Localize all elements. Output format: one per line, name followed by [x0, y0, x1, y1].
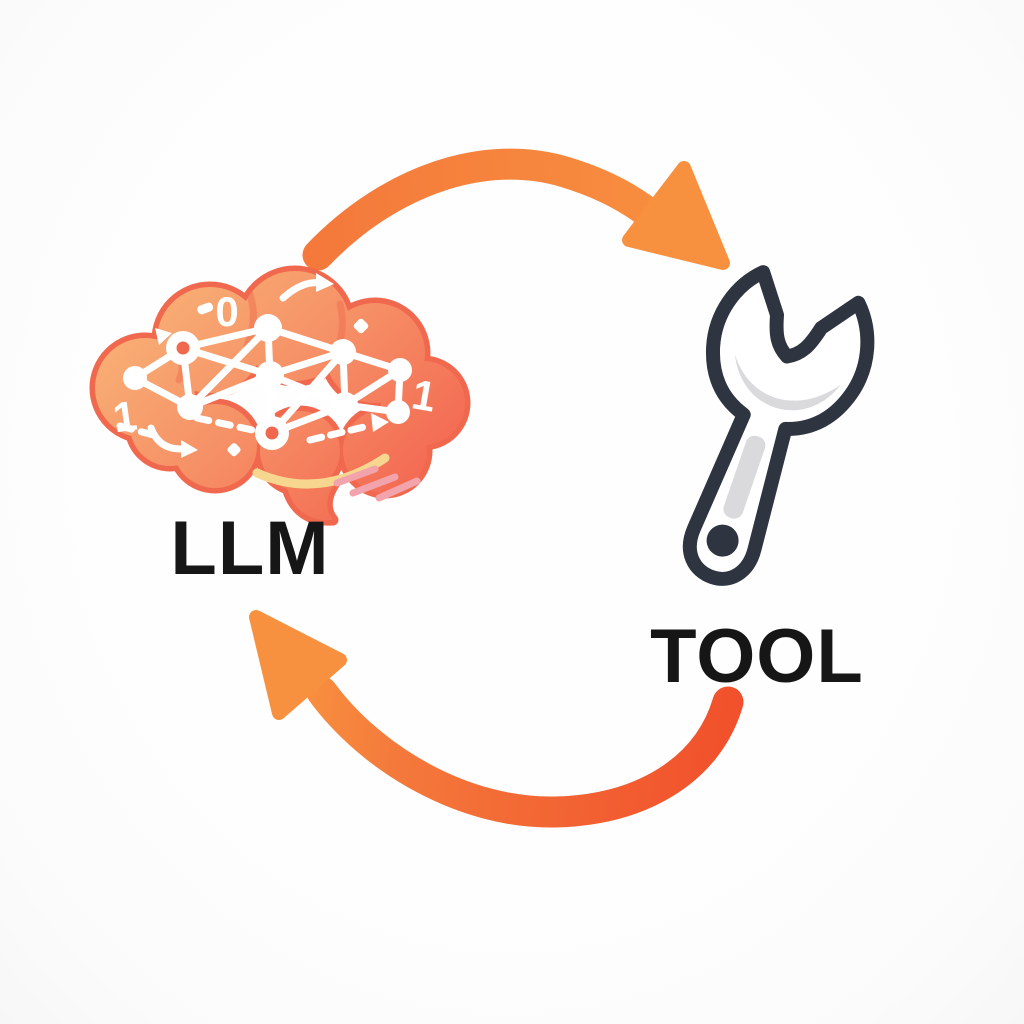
wrench-body	[682, 265, 875, 586]
cycle-arrow-bottom-shaft	[306, 676, 744, 828]
network-mini-arrows	[147, 273, 389, 458]
wrench-icon	[682, 265, 875, 586]
cycle-arrow-bottom-head	[249, 610, 347, 720]
llm-label: LLM	[170, 506, 330, 591]
network-node-holes	[176, 341, 279, 440]
cycle-arrow-top-head	[622, 161, 730, 270]
network-nodes	[123, 314, 412, 450]
brain-highlight-yellow	[252, 453, 390, 489]
brain-stripes-pink	[333, 465, 421, 502]
wrench-head-shine	[734, 354, 841, 411]
cycle-arrow-bottom	[249, 610, 744, 828]
cycle-arrow-top-shaft	[302, 148, 659, 271]
wrench-handle-shine	[723, 435, 766, 519]
tool-label: TOOL	[650, 614, 864, 699]
brain-neural-network: 0 1 1	[110, 273, 440, 458]
cycle-arrow-top	[302, 148, 730, 271]
brain-icon: 0 1 1	[95, 271, 465, 520]
brain-digit-0: 0	[215, 288, 238, 335]
wrench-handle-dot	[706, 524, 739, 557]
network-decorations	[155, 302, 369, 457]
